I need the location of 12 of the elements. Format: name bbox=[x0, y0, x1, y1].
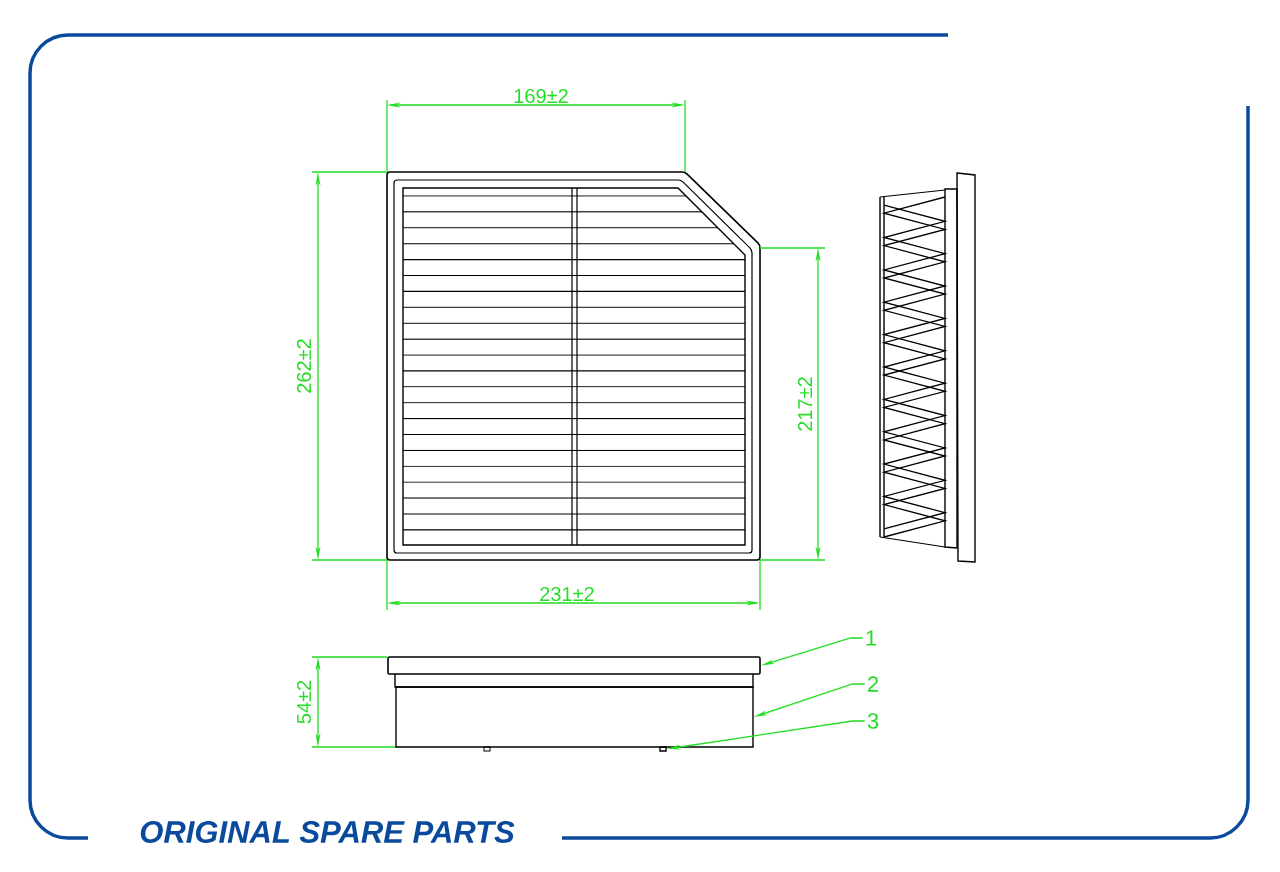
dimension-value: 54±2 bbox=[296, 680, 312, 724]
callout-number: 3 bbox=[867, 713, 879, 729]
mounting-tab bbox=[659, 746, 667, 752]
filter-body bbox=[395, 686, 754, 748]
dimension-value: 169±2 bbox=[514, 88, 568, 104]
slogan-text: ORIGINAL SPARE PARTS bbox=[140, 821, 515, 843]
callout-number: 2 bbox=[868, 676, 878, 692]
dimension-value: 262±2 bbox=[296, 339, 312, 393]
dimension-value: 217±2 bbox=[798, 377, 812, 431]
callout-number: 1 bbox=[866, 630, 877, 646]
seal-rim bbox=[387, 656, 761, 675]
dimension-value: 231±2 bbox=[540, 586, 594, 602]
